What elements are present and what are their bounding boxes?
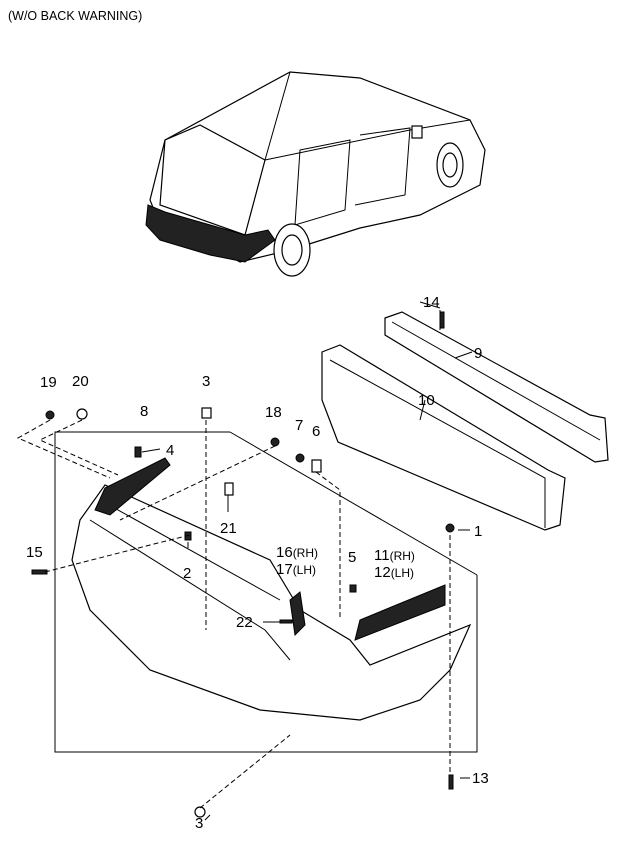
callout-20: 20 (72, 373, 89, 390)
leader-lines (16, 301, 473, 821)
callout-18: 18 (265, 404, 282, 421)
callout-7: 7 (295, 417, 303, 434)
callout-3-top: 3 (202, 373, 210, 390)
energy-absorber-10 (321, 344, 566, 531)
callout-16: 16(RH) (276, 544, 318, 561)
callout-1: 1 (474, 523, 482, 540)
callout-11: 11(RH) (374, 547, 415, 564)
vehicle-illustration (145, 71, 486, 277)
assembly-frame (54, 431, 478, 753)
callout-19: 19 (40, 374, 57, 391)
callout-6: 6 (312, 423, 320, 440)
fasteners (31, 311, 455, 818)
callout-22: 22 (236, 614, 253, 631)
callout-14: 14 (423, 294, 440, 311)
callout-10: 10 (418, 392, 435, 409)
callout-9: 9 (474, 345, 482, 362)
callout-4: 4 (166, 442, 174, 459)
callout-15: 15 (26, 544, 43, 561)
callout-12: 12(LH) (374, 564, 414, 581)
callout-17: 17(LH) (276, 561, 316, 578)
callout-8: 8 (140, 403, 148, 420)
callout-13: 13 (472, 770, 489, 787)
bumper-beam-9 (384, 310, 609, 463)
callout-2: 2 (183, 565, 191, 582)
callout-5: 5 (348, 549, 356, 566)
callout-21: 21 (220, 520, 237, 537)
diagram-title: (W/O BACK WARNING) (8, 9, 142, 23)
bumper-cover-8 (71, 457, 472, 721)
callouts: 1 2 3 3 4 5 6 7 8 9 10 11(RH) 12(LH) 13 … (26, 294, 489, 832)
callout-3-bottom: 3 (195, 815, 203, 832)
